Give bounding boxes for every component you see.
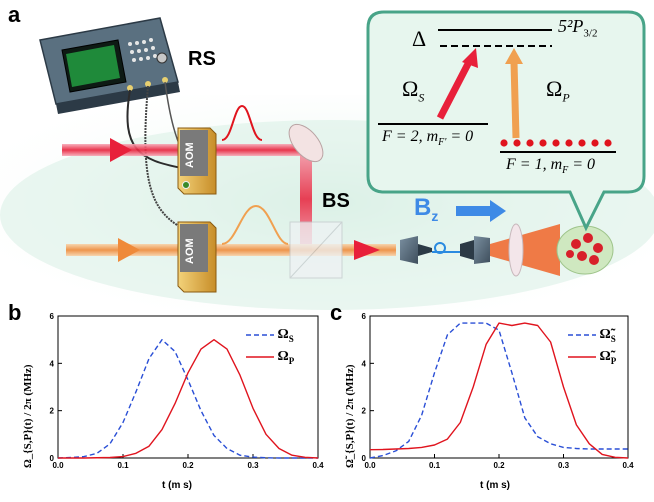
bz-label: Bz [414, 194, 438, 224]
chart-b-series-s-line [57, 339, 318, 459]
chart-c-xtick-label: 0.3 [558, 461, 570, 470]
bs-label: BS [322, 190, 350, 212]
panel-label-a: a [8, 2, 21, 27]
atom-cloud [556, 225, 614, 275]
chart-b-ytick-label: 0 [50, 454, 55, 463]
ground-left-tail: = 0 [446, 128, 474, 145]
chart-b-ylabel: Ω_{S,P}(t) / 2π (MHz) [22, 364, 34, 468]
chart-c-legend: Ω̃S Ω̃P [568, 326, 616, 370]
legend-c-s-sub: S [610, 333, 616, 344]
legend-c-s-name: Ω̃ [599, 327, 611, 342]
legend-c-p-sub: P [610, 355, 617, 366]
cable-2 [144, 85, 183, 229]
chart-b-xtick-label: 0.4 [312, 461, 324, 470]
bz-arrow-head [490, 200, 506, 222]
ground-right-main: F = 1, m [506, 156, 563, 173]
legend-b-s-sub: S [288, 333, 294, 344]
bz-label-sub: z [431, 207, 439, 224]
legend-b-item-p: ΩP [246, 348, 294, 370]
chart-b-xtick-label: 0.0 [52, 461, 64, 470]
chart-b-legend: ΩS ΩP [246, 326, 294, 370]
chart-c-xtick-label: 0.2 [493, 461, 505, 470]
omega-p-main: Ω [546, 76, 563, 101]
fiber-coupler-right [460, 236, 490, 264]
chart-b-series-p-line [58, 339, 319, 459]
aom-upper [177, 127, 217, 195]
delta-label: Δ [412, 26, 427, 51]
chart-b-ytick-label: 4 [50, 359, 55, 368]
ground-right-sub: F [562, 165, 569, 177]
rs-label: RS [188, 48, 216, 70]
ground-right-tail: = 0 [568, 156, 596, 173]
excited-state-sub: 3/2 [583, 27, 598, 40]
chart-b-frame [57, 315, 319, 459]
expanding-beam [490, 224, 560, 276]
pump-pulse-sketch [221, 204, 289, 245]
chart-c: 0.0 0.1 0.2 0.3 0.4 0 2 4 6 [362, 312, 635, 470]
excited-state-label: 5²P3/2 [558, 16, 597, 40]
chart-b-ytick-label: 2 [50, 407, 55, 416]
chart-c-ylabel: Ω̃_{S,P}(t) / 2π (MHz) [344, 364, 356, 468]
ground-left-label: F = 2, mF' = 0 [382, 128, 473, 148]
omega-p-label: ΩP [546, 76, 570, 105]
omega-s-label: ΩS [402, 76, 424, 105]
chart-c-frame [369, 315, 629, 459]
panel-label-c: c [330, 300, 343, 325]
chart-b-xlabel: t (m s) [162, 480, 192, 491]
stokes-pulse-sketch [221, 104, 263, 141]
chart-c-ytick-label: 0 [362, 454, 367, 463]
lens [508, 223, 524, 277]
omega-s-main: Ω [402, 76, 419, 101]
legend-c-item-s: Ω̃S [568, 326, 616, 348]
chart-b-xtick-label: 0.1 [117, 461, 129, 470]
stokes-beam-arrow [110, 138, 132, 162]
bz-arrow-shaft [456, 206, 492, 216]
aom-upper-label: AOM [184, 142, 196, 168]
chart-c-series-s-line [369, 322, 628, 459]
pump-beam-arrow [118, 238, 140, 262]
chart-c-xlabel: t (m s) [480, 480, 510, 491]
legend-b-s-name: Ω [277, 327, 289, 342]
omega-p-sub: P [562, 90, 570, 105]
chart-b-ytick-label: 6 [50, 312, 55, 321]
excited-state-main: 5²P [558, 16, 584, 36]
chart-b: 0.0 0.1 0.2 0.3 0.4 0 2 4 6 [50, 312, 325, 470]
stokes-transition-head [462, 48, 478, 68]
chart-c-xtick-label: 0.1 [429, 461, 441, 470]
level-diagram-bubble [366, 10, 646, 232]
legend-c-item-p: Ω̃P [568, 348, 616, 370]
ground-left-sub: F' [438, 137, 447, 149]
chart-c-ytick-label: 6 [362, 312, 367, 321]
aom-lower-label: AOM [184, 238, 196, 264]
legend-b-p-sub: P [288, 355, 295, 366]
chart-c-xtick-label: 0.4 [622, 461, 634, 470]
chart-b-xtick-label: 0.2 [182, 461, 194, 470]
population-dots [500, 139, 612, 147]
chart-c-ytick-label: 2 [362, 407, 367, 416]
aom-lower [177, 221, 217, 293]
combined-beam-arrow [354, 240, 380, 260]
signal-generator [39, 17, 180, 114]
chart-b-xtick-label: 0.3 [247, 461, 259, 470]
mirror [288, 123, 324, 163]
chart-c-xtick-label: 0.0 [364, 461, 376, 470]
stokes-transition [436, 58, 474, 120]
pump-beam [66, 244, 396, 256]
beam-splitter [289, 221, 343, 279]
ground-right-label: F = 1, mF = 0 [506, 156, 595, 176]
fiber-coupler-left [400, 236, 432, 264]
legend-b-p-name: Ω [277, 348, 289, 364]
panel-label-b: b [8, 300, 22, 325]
pump-transition [510, 61, 520, 139]
chart-c-ytick-label: 4 [362, 359, 367, 368]
legend-b-item-s: ΩS [246, 326, 294, 348]
pump-transition-head [505, 48, 523, 64]
omega-s-sub: S [418, 90, 425, 105]
ground-left-main: F = 2, m [382, 128, 439, 145]
bz-label-main: B [414, 194, 432, 221]
legend-c-p-name: Ω̃ [599, 348, 611, 364]
chart-c-series-p-line [369, 322, 629, 459]
atoms [566, 233, 603, 265]
